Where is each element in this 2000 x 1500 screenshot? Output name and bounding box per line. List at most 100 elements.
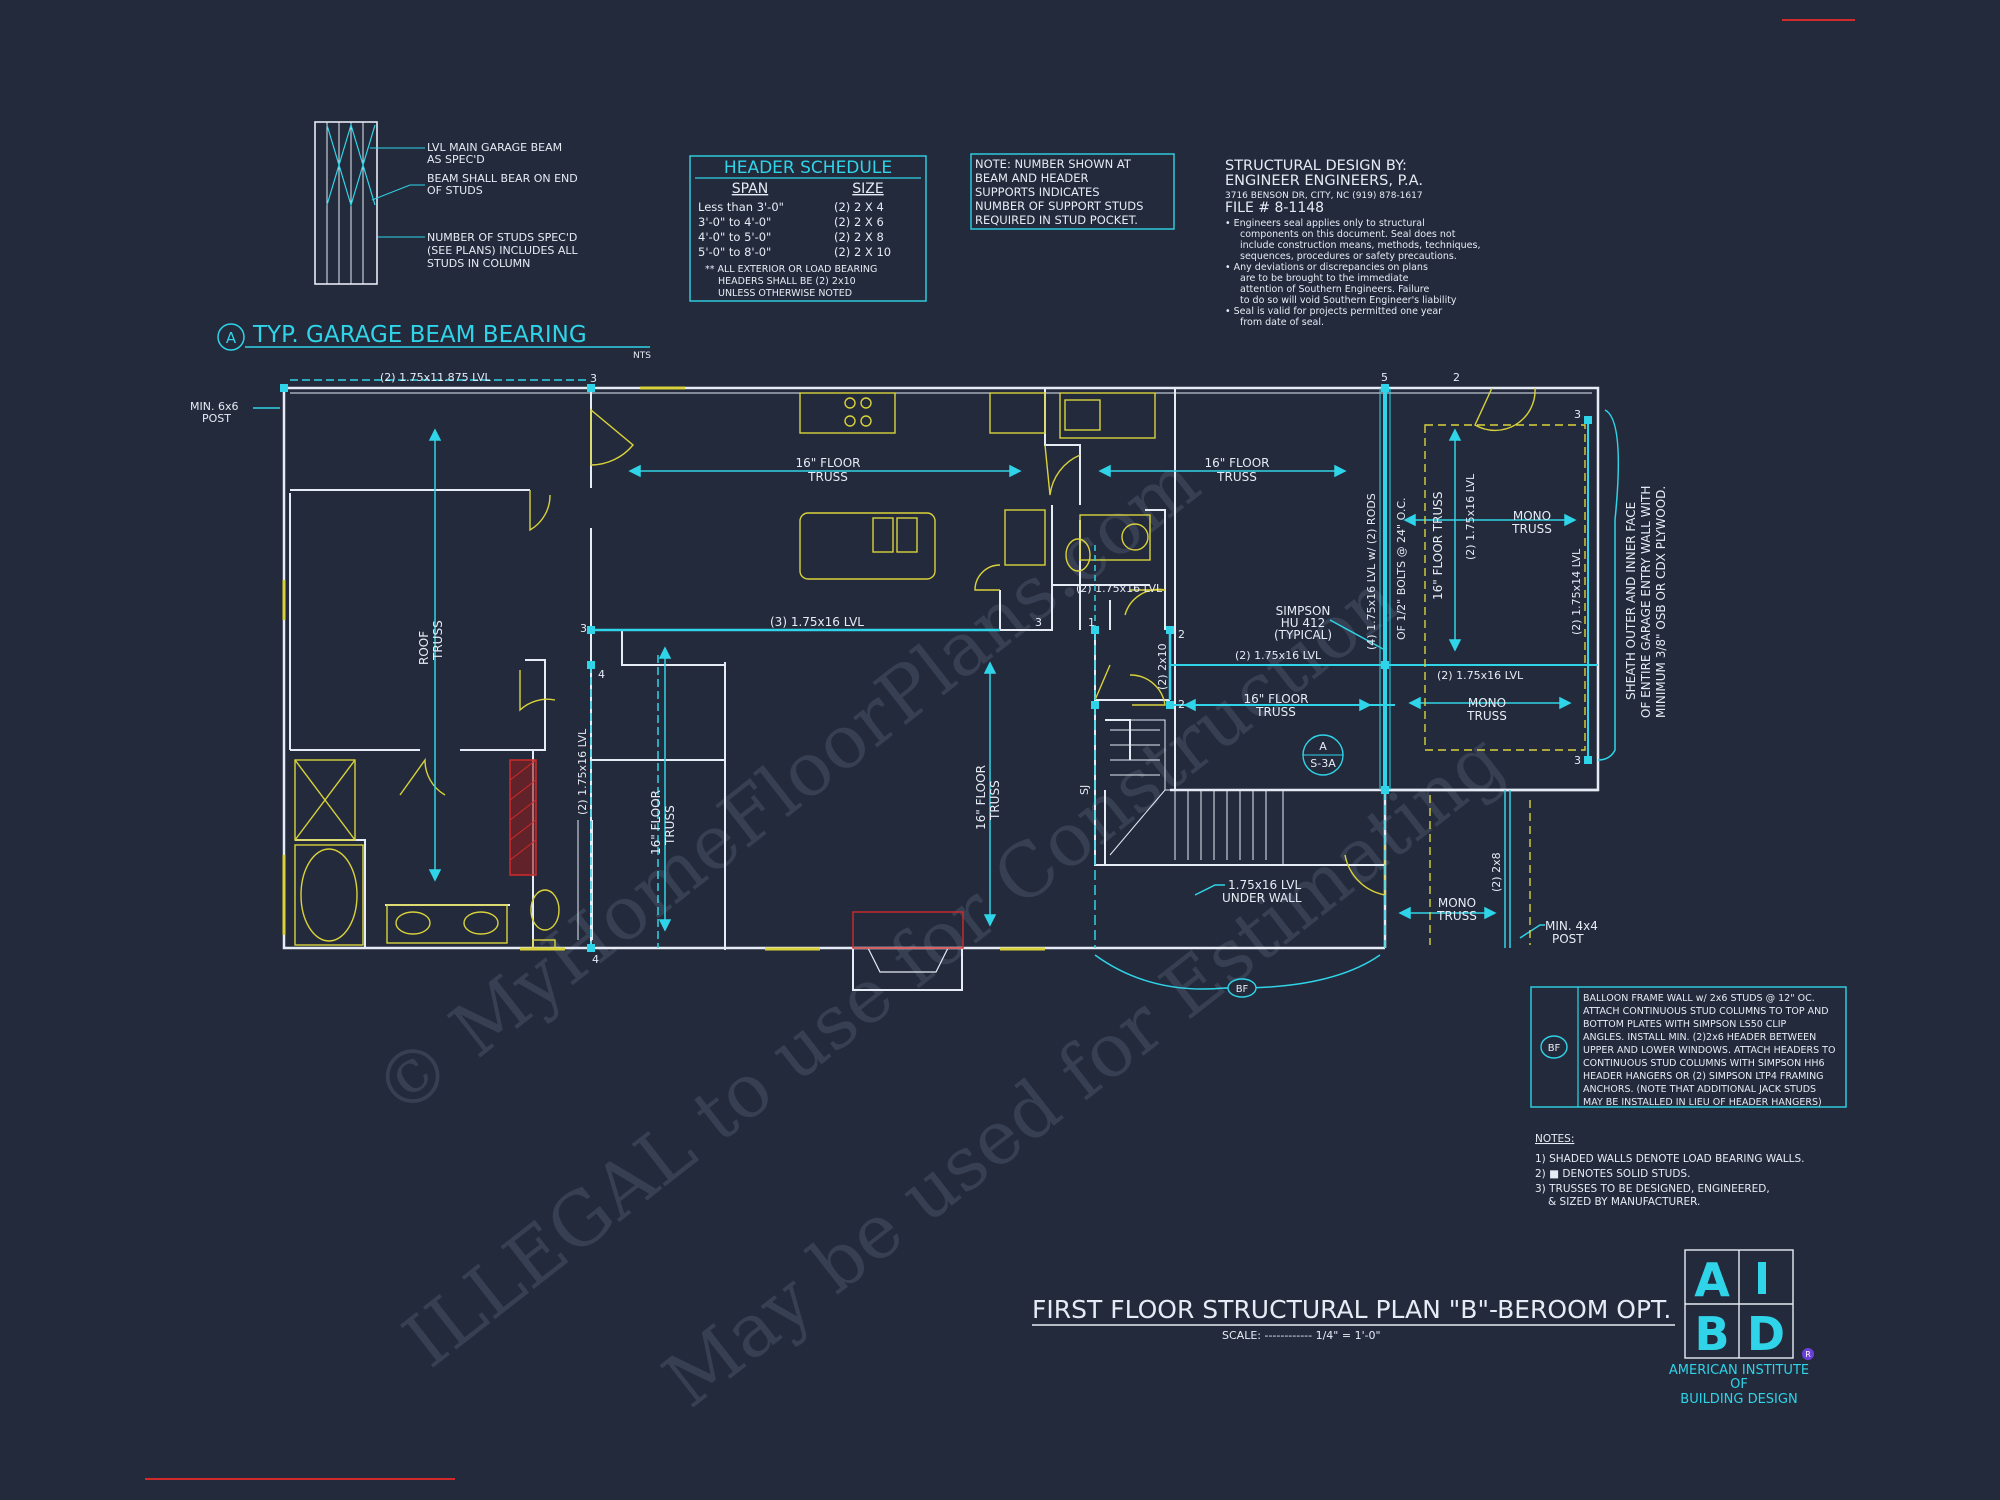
balloon-line-6: HEADER HANGERS OR (2) SIMPSON LTP4 FRAMI… bbox=[1583, 1071, 1824, 1082]
bf-tag bbox=[1227, 978, 1257, 998]
logo-b: B bbox=[1694, 1307, 1729, 1361]
label-sheath-3: MINIMUM 3/8" OSB OR CDX PLYWOOD. bbox=[1654, 486, 1668, 718]
general-notes: NOTES: 1) SHADED WALLS DENOTE LOAD BEARI… bbox=[1535, 1133, 1805, 1208]
stud-count: 3 bbox=[1035, 616, 1042, 629]
structural-design-block: STRUCTURAL DESIGN BY: ENGINEER ENGINEERS… bbox=[1225, 158, 1480, 328]
design-bullet-3: sequences, procedures or safety precauti… bbox=[1240, 251, 1457, 262]
notes-line-2: 2) ■ DENOTES SOLID STUDS. bbox=[1535, 1168, 1690, 1180]
design-by-file: FILE # 8-1148 bbox=[1225, 200, 1324, 216]
schedule-size-3: (2) 2 X 8 bbox=[834, 230, 884, 244]
door-swings bbox=[399, 387, 1536, 896]
label-lvl-bolts: (4) 1.75x16 LVL w/ (2) RODS bbox=[1365, 493, 1378, 650]
design-bullet-9: from date of seal. bbox=[1240, 317, 1324, 328]
aibd-logo: A B D R AMERICAN INSTITUTE OF BUILDING D… bbox=[1669, 1249, 1814, 1407]
windows bbox=[282, 386, 1045, 951]
design-by-line2: ENGINEER ENGINEERS, P.A. bbox=[1225, 173, 1423, 189]
label-lvl-2c: (2) 1.75x16 LVL bbox=[1437, 669, 1524, 682]
logo-d: D bbox=[1747, 1307, 1785, 1361]
label-lvl-2d: (2) 1.75x16 LVL bbox=[576, 728, 589, 815]
design-bullet-2: include construction means, methods, tec… bbox=[1240, 240, 1480, 251]
label-lvl-3: (3) 1.75x16 LVL bbox=[770, 615, 864, 629]
design-by-line1: STRUCTURAL DESIGN BY: bbox=[1225, 158, 1407, 174]
stud-count: 2 bbox=[1178, 628, 1185, 641]
mono-truss-areas bbox=[1424, 424, 1586, 945]
stud-count: 4 bbox=[598, 668, 605, 681]
label-lvl-2f: (2) 1.75x14 LVL bbox=[1570, 548, 1583, 635]
support-note-3: SUPPORTS INDICATES bbox=[975, 185, 1100, 199]
label-floor-truss-1b: TRUSS bbox=[807, 470, 848, 484]
notes-line-4: & SIZED BY MANUFACTURER. bbox=[1548, 1196, 1700, 1208]
plan-annotations: (2) 1.75x11.875 LVL MIN. 6x6 POST 16" FL… bbox=[190, 371, 1668, 998]
stair bbox=[1105, 719, 1284, 865]
logo-line-2: OF bbox=[1730, 1377, 1748, 1392]
label-roof-truss-b: TRUSS bbox=[431, 620, 445, 661]
beams-and-trusses bbox=[253, 379, 1620, 990]
design-bullet-0: • Engineers seal applies only to structu… bbox=[1225, 218, 1425, 229]
label-ref-sheet: S-3A bbox=[1310, 757, 1336, 770]
label-mono-1b: TRUSS bbox=[1511, 522, 1552, 536]
stud-count: 4 bbox=[592, 953, 599, 966]
detail-note-1a: LVL MAIN GARAGE BEAM bbox=[427, 141, 562, 154]
detail-note-3b: (SEE PLANS) INCLUDES ALL bbox=[427, 244, 579, 257]
detail-note-2a: BEAM SHALL BEAR ON END bbox=[427, 172, 578, 185]
label-under-wall-1: 1.75x16 LVL bbox=[1228, 878, 1301, 892]
stud-count: 1 bbox=[1088, 616, 1095, 629]
label-min-4x4-1: MIN. 4x4 bbox=[1545, 919, 1598, 933]
detail-note-1b: AS SPEC'D bbox=[427, 153, 485, 166]
label-floor-truss-3a: 16" FLOOR bbox=[1244, 692, 1309, 706]
stud-count: 3 bbox=[590, 372, 597, 385]
label-min-post-2: POST bbox=[202, 412, 231, 425]
label-mono-3b: TRUSS bbox=[1436, 909, 1477, 923]
label-2x10: (2) 2x10 bbox=[1156, 643, 1169, 690]
label-bf: BF bbox=[1236, 984, 1249, 995]
interior-walls bbox=[289, 388, 1385, 950]
schedule-span-3: 4'-0" to 5'-0" bbox=[698, 230, 771, 244]
label-floor-truss-5a: 16" FLOOR bbox=[974, 765, 988, 830]
support-note-5: REQUIRED IN STUD POCKET. bbox=[975, 213, 1138, 227]
label-lvl-2b: (2) 1.75x16 LVL bbox=[1235, 649, 1322, 662]
label-sj: SJ bbox=[1078, 785, 1091, 795]
col-span: SPAN bbox=[732, 181, 768, 197]
label-floor-truss-3b: TRUSS bbox=[1255, 705, 1296, 719]
schedule-footnote-2: HEADERS SHALL BE (2) 2x10 bbox=[718, 276, 856, 287]
detail-bubble bbox=[217, 323, 245, 351]
label-simpson-3: (TYPICAL) bbox=[1274, 628, 1332, 642]
balloon-line-4: UPPER AND LOWER WINDOWS. ATTACH HEADERS … bbox=[1583, 1045, 1835, 1056]
schedule-size-4: (2) 2 X 10 bbox=[834, 245, 891, 259]
schedule-size-1: (2) 2 X 4 bbox=[834, 200, 884, 214]
fireplace bbox=[852, 911, 964, 991]
support-note-4: NUMBER OF SUPPORT STUDS bbox=[975, 199, 1143, 213]
label-floor-truss-4a: 16" FLOOR bbox=[649, 790, 663, 855]
label-lvl-top: (2) 1.75x11.875 LVL bbox=[380, 371, 492, 384]
label-floor-truss-4b: TRUSS bbox=[663, 805, 677, 846]
drawing-scale: SCALE: ------------ 1/4" = 1'-0" bbox=[1222, 1329, 1381, 1342]
stud-count: 2 bbox=[1178, 698, 1185, 711]
detail-note-2b: OF STUDS bbox=[427, 184, 483, 197]
schedule-span-4: 5'-0" to 8'-0" bbox=[698, 245, 771, 259]
label-simpson-1: SIMPSON bbox=[1276, 604, 1331, 618]
load-bearing-wall bbox=[509, 759, 537, 876]
detail-note-3c: STUDS IN COLUMN bbox=[427, 257, 530, 270]
label-floor-truss-2b: TRUSS bbox=[1216, 470, 1257, 484]
notes-line-1: 1) SHADED WALLS DENOTE LOAD BEARING WALL… bbox=[1535, 1153, 1805, 1165]
design-bullet-7: to do so will void Southern Engineer's l… bbox=[1240, 295, 1457, 306]
col-size: SIZE bbox=[852, 181, 883, 197]
label-mono-2b: TRUSS bbox=[1466, 709, 1507, 723]
schedule-span-1: Less than 3'-0" bbox=[698, 200, 784, 214]
design-bullet-6: attention of Southern Engineers. Failure bbox=[1240, 284, 1429, 295]
label-lvl-2e: (2) 1.75x16 LVL bbox=[1464, 473, 1477, 560]
label-min-post-1: MIN. 6x6 bbox=[190, 400, 238, 413]
detail-garage-beam-bearing: LVL MAIN GARAGE BEAM AS SPEC'D BEAM SHAL… bbox=[217, 121, 651, 361]
stud-count: 3 bbox=[1574, 408, 1581, 421]
notes-title: NOTES: bbox=[1535, 1133, 1574, 1145]
label-simpson-2: HU 412 bbox=[1281, 616, 1326, 630]
design-bullet-4: • Any deviations or discrepancies on pla… bbox=[1225, 262, 1428, 273]
label-floor-truss-1a: 16" FLOOR bbox=[796, 456, 861, 470]
stud-count: 3 bbox=[580, 622, 587, 635]
detail-bubble-letter: A bbox=[226, 329, 237, 347]
label-roof-truss-a: ROOF bbox=[417, 631, 431, 665]
label-sheath-2: OF ENTIRE GARAGE ENTRY WALL WITH bbox=[1639, 486, 1653, 718]
label-floor-truss-vertical: 16" FLOOR TRUSS bbox=[1431, 492, 1445, 601]
schedule-footnote-3: UNLESS OTHERWISE NOTED bbox=[718, 288, 852, 299]
